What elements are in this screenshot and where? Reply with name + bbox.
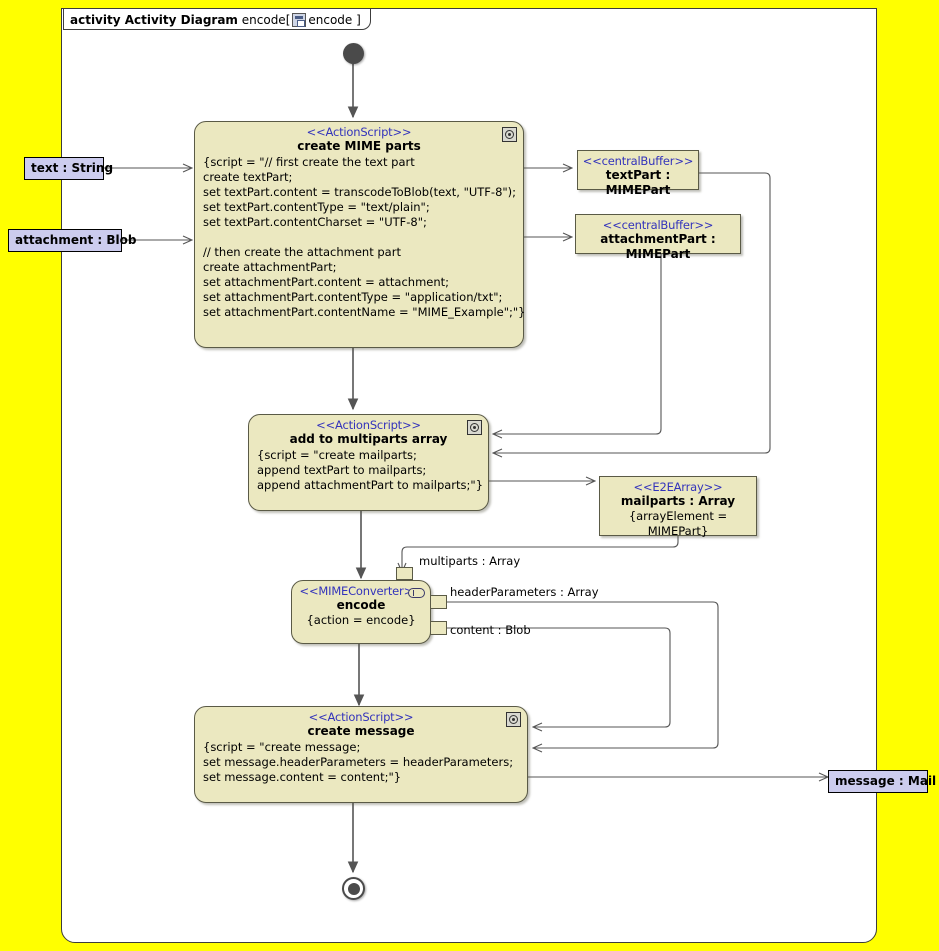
object-node-mailparts-array[interactable]: <<E2EArray>> mailparts : Array {arrayEle… [599, 476, 757, 538]
action-script-badge-icon [502, 127, 517, 142]
action-name-label: create MIME parts [297, 139, 421, 153]
pin-label-header-parameters: headerParameters : Array [450, 585, 599, 599]
initial-node[interactable] [343, 43, 364, 64]
stereotype-label: <<MIMEConverter>> [299, 584, 423, 598]
flow-headerparameters-to-create-message [445, 601, 719, 748]
action-create-mime-parts[interactable]: <<ActionScript>> create MIME parts {scri… [194, 121, 526, 348]
flow-textpart-to-add-multiparts [493, 172, 771, 453]
action-add-to-multiparts-array[interactable]: <<ActionScript>> add to multiparts array… [248, 414, 489, 511]
flow-content-to-create-message [445, 627, 671, 727]
param-message-mail[interactable]: message : Mail [828, 770, 936, 793]
stereotype-label: <<centralBuffer>> [602, 218, 714, 232]
object-node-textpart-buffer[interactable]: <<centralBuffer>> textPart : MIMEPart [577, 150, 699, 197]
action-name-label: create message [307, 724, 415, 738]
stereotype-label: <<centralBuffer>> [582, 154, 694, 168]
flow-mailparts-to-multiparts-pin [402, 536, 679, 572]
action-create-message[interactable]: <<ActionScript>> create message {script … [194, 706, 528, 803]
diagram-kind-label: activity Activity Diagram [70, 13, 238, 27]
pin-label-content: content : Blob [450, 623, 531, 637]
action-name-label: add to multiparts array [289, 432, 448, 446]
action-script-body: {script = "create mailparts; append text… [257, 448, 484, 492]
pin-label-multiparts: multiparts : Array [419, 554, 521, 568]
action-script-body: {script = "// first create the text part… [203, 155, 526, 319]
stereotype-label: <<E2EArray>> [633, 480, 723, 494]
output-pin-content[interactable] [430, 621, 447, 635]
activity-diagram-icon [292, 13, 307, 27]
object-node-name-label: mailparts : Array [620, 494, 736, 508]
action-encode[interactable]: <<MIMEConverter>> encode {action = encod… [291, 580, 431, 644]
object-node-name-label: attachmentPart : MIMEPart [600, 232, 716, 261]
stereotype-label: <<ActionScript>> [306, 125, 412, 139]
diagram-frame-label: activity Activity Diagram encode[ encode … [63, 8, 371, 30]
action-script-badge-icon [467, 420, 482, 435]
object-node-name-label: textPart : MIMEPart [605, 168, 671, 197]
action-property-label: {action = encode} [306, 613, 416, 627]
object-node-attachmentpart-buffer[interactable]: <<centralBuffer>> attachmentPart : MIMEP… [575, 214, 741, 261]
activity-final-node[interactable] [342, 877, 365, 900]
input-pin-multiparts[interactable] [396, 567, 413, 580]
stereotype-label: <<ActionScript>> [316, 418, 421, 432]
flow-attachmentpart-to-add-multiparts [493, 254, 662, 434]
stereotype-label: <<ActionScript>> [308, 710, 414, 724]
diagram-behavior-label: encode ] [308, 13, 361, 27]
call-behavior-icon [408, 588, 425, 598]
action-script-badge-icon [506, 712, 521, 727]
action-name-label: encode [336, 598, 386, 612]
diagram-name-label: encode[ [241, 13, 291, 27]
param-attachment-blob[interactable]: attachment : Blob [8, 229, 137, 252]
object-node-property-label: {arrayElement = MIMEPart} [628, 509, 728, 538]
output-pin-header-parameters[interactable] [430, 595, 447, 609]
param-text-string[interactable]: text : String [24, 157, 113, 180]
action-script-body: {script = "create message; set message.h… [203, 740, 514, 784]
